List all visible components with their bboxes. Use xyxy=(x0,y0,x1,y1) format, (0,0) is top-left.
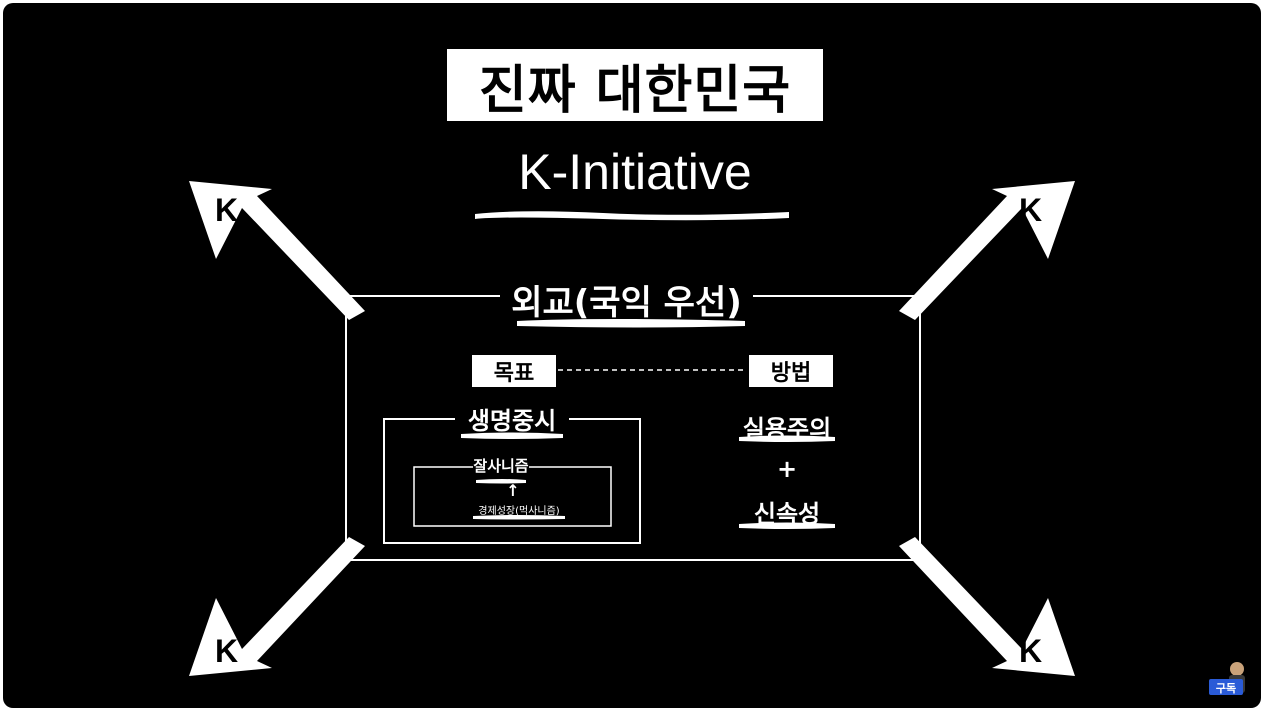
method1-underline xyxy=(739,435,835,442)
main-frame xyxy=(345,295,921,561)
frame-label-underline xyxy=(517,319,745,328)
inner-label-underline xyxy=(476,479,526,484)
up-arrow-icon: ↑ xyxy=(506,481,520,500)
outer-label-underline xyxy=(461,432,563,439)
method-tag: 방법 xyxy=(749,355,833,387)
subtitle-underline xyxy=(475,211,789,221)
arrow-top-left: K xyxy=(189,181,365,320)
goal-inner-box xyxy=(413,466,612,527)
corner-k-label: K xyxy=(215,633,238,669)
arrow-top-right: K xyxy=(899,181,1075,320)
title-box: 진짜 대한민국 xyxy=(447,49,823,121)
goal-outer-label: 생명중시 xyxy=(467,407,557,435)
method-item-1: 실용주의 xyxy=(742,415,832,443)
goal-tag: 목표 xyxy=(472,355,556,387)
method-plus: + xyxy=(776,455,798,483)
goal-outer-box xyxy=(383,418,641,544)
method-item-2: 신속성 xyxy=(753,500,821,528)
arrow-bottom-left: K xyxy=(189,537,365,676)
goal-inner-bottom-label: 경제성장(먹사니즘) xyxy=(478,506,560,517)
slide-canvas: K K K K 진짜 대한민국 K-Initiative 외교(국익 우선) 목… xyxy=(3,3,1261,708)
corner-k-label: K xyxy=(215,192,238,228)
subscribe-badge-text: 구독 xyxy=(1216,682,1236,695)
channel-avatar[interactable]: 구독 xyxy=(1209,659,1249,699)
arrow-bottom-right: K xyxy=(899,537,1075,676)
subtitle: K-Initiative xyxy=(518,144,752,200)
corner-k-label: K xyxy=(1019,192,1042,228)
diagram-lines: K K K K xyxy=(189,181,1075,676)
goal-inner-label: 잘사니즘 xyxy=(473,457,529,475)
frame-label: 외교(국익 우선) xyxy=(511,283,742,323)
page-title: 진짜 대한민국 xyxy=(478,60,792,121)
corner-k-label: K xyxy=(1019,633,1042,669)
method2-underline xyxy=(739,522,835,529)
inner-bottom-underline xyxy=(473,515,565,520)
